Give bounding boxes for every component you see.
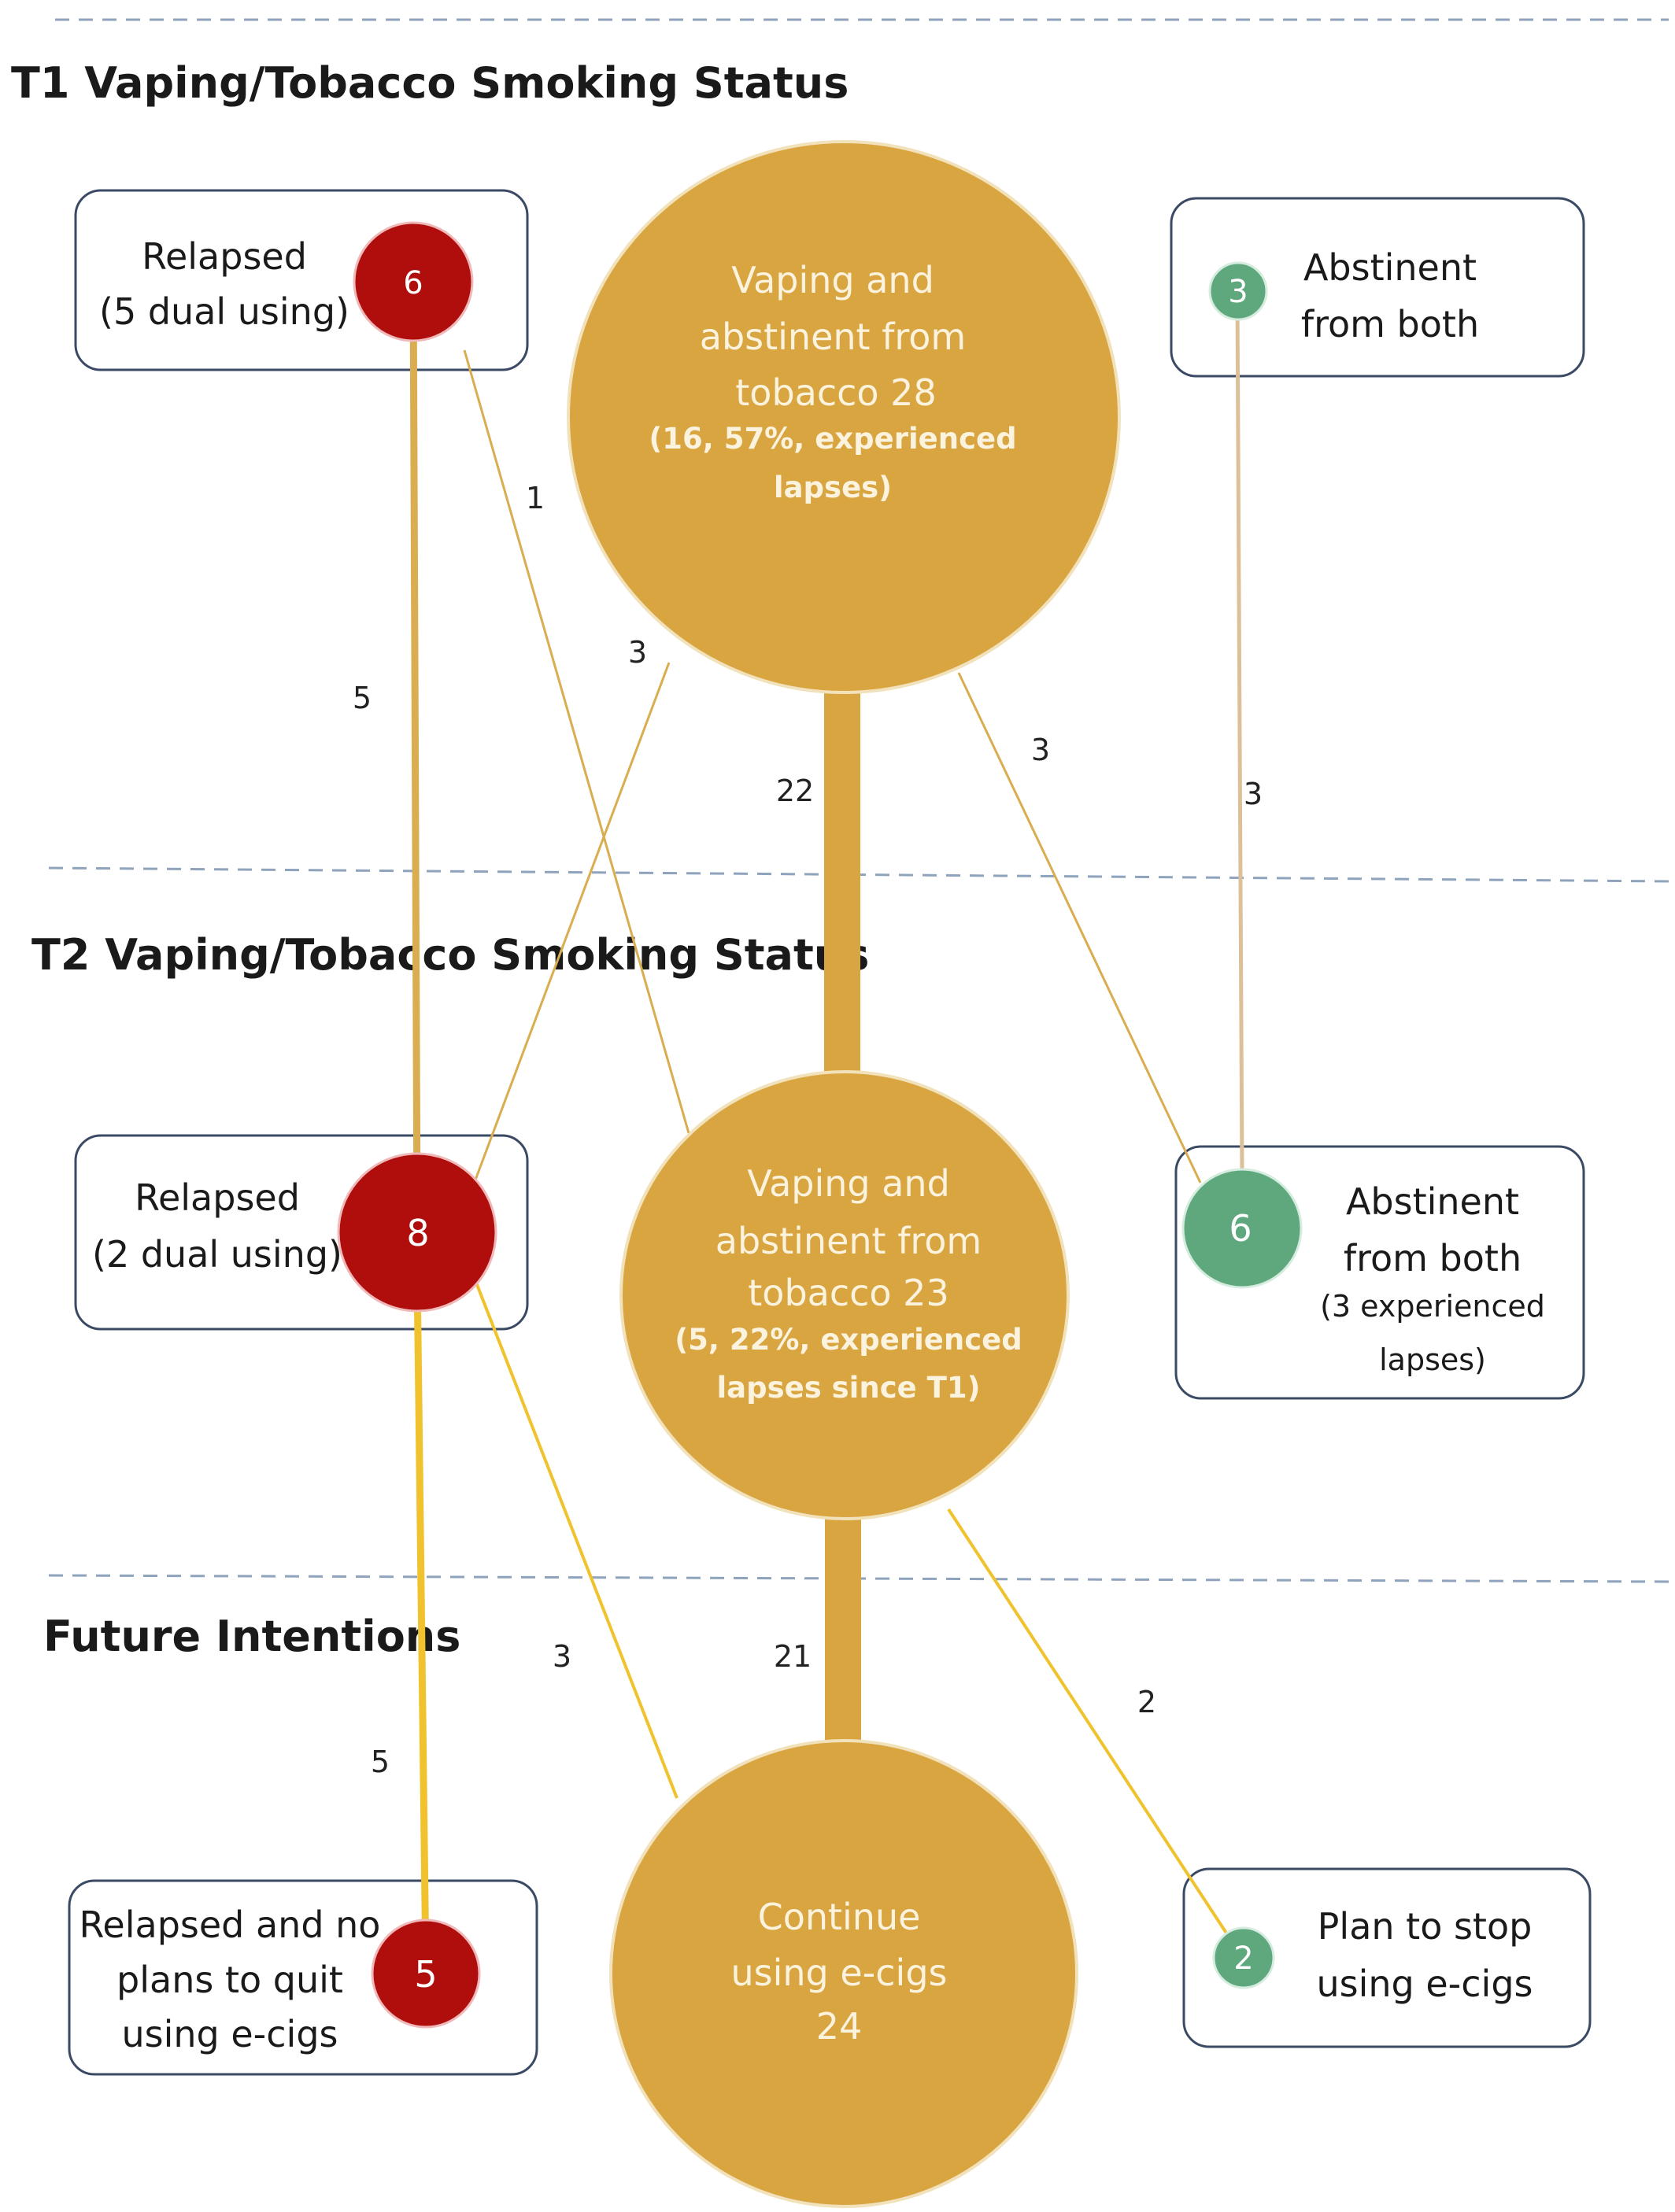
t2-relapsed-label-2: (2 dual using)	[92, 1233, 342, 1276]
t1-abstinent-node	[1208, 261, 1268, 321]
flow-t2-relapsed-to-future-relapsed	[413, 1274, 430, 1968]
flow-count-t1-vaping-to-t2-relapsed: 3	[628, 635, 647, 670]
future-continue-label-2: using e-cigs	[730, 1952, 947, 1994]
future-stop-count: 2	[1233, 1941, 1253, 1977]
future-relapsed-label-1: Relapsed and no	[79, 1904, 381, 1946]
future-relapsed-node	[371, 1918, 481, 2029]
t1-vaping-label-3: tobacco 28	[735, 371, 936, 414]
t2-vaping-label-5: lapses since T1)	[716, 1371, 980, 1405]
t1-abstinent-box	[1170, 197, 1585, 378]
t2-vaping-label-1: Vaping and	[747, 1162, 950, 1205]
flow-t2-vaping-to-future-stop	[947, 1508, 1245, 1961]
flow-count-t1-relapsed-to-t2-vaping: 1	[526, 481, 545, 515]
t2-abstinent-label-4: lapses)	[1379, 1342, 1486, 1377]
flow-count-t2-vaping-to-future-stop: 2	[1137, 1685, 1156, 1719]
t2-abstinent-label-3: (3 experienced	[1320, 1289, 1545, 1324]
future-relapsed-label-2: plans to quit	[116, 1959, 343, 2001]
future-continue-node	[609, 1739, 1078, 2208]
t2-relapsed-count: 8	[406, 1212, 429, 1254]
future-stop-label-1: Plan to stop	[1318, 1905, 1533, 1948]
t2-abstinent-label-1: Abstinent	[1346, 1180, 1519, 1223]
flow-count-t2-vaping-to-future-continue: 21	[774, 1639, 812, 1674]
future-stop-label-2: using e-cigs	[1316, 1963, 1533, 2005]
future-stop-node	[1212, 1926, 1275, 1989]
t1-abstinent-label-2: from both	[1301, 303, 1479, 345]
flow-t1-relapsed-to-t2-relapsed	[409, 283, 421, 1228]
t2-vaping-label-3: tobacco 23	[748, 1272, 948, 1314]
future-continue-label-1: Continue	[758, 1896, 921, 1938]
t2-relapsed-label-1: Relapsed	[135, 1176, 300, 1219]
section-title-t2: T2 Vaping/Tobacco Smoking Status	[31, 930, 869, 980]
t1-vaping-label-1: Vaping and	[731, 259, 934, 301]
t1-vaping-node	[567, 140, 1121, 694]
flow-t2-relapsed-to-future-continue	[475, 1282, 679, 1799]
flow-t1-relapsed-to-t2-vaping	[463, 349, 690, 1134]
flow-count-t2-relapsed-to-future-relapsed: 5	[371, 1745, 390, 1779]
flow-t1-vaping-to-t2-abstinent	[957, 672, 1202, 1184]
t2-abstinent-label-2: from both	[1344, 1237, 1522, 1280]
future-stop-box	[1182, 1867, 1592, 2048]
flow-count-t1-vaping-to-t2-abstinent: 3	[1031, 733, 1050, 767]
t2-vaping-label-2: abstinent from	[715, 1220, 982, 1262]
future-relapsed-label-3: using e-cigs	[121, 2013, 338, 2055]
t1-vaping-label-4: (16, 57%, experienced	[649, 422, 1016, 456]
t1-abstinent-label-1: Abstinent	[1303, 246, 1477, 289]
t2-vaping-node	[619, 1070, 1070, 1520]
t2-abstinent-count: 6	[1229, 1207, 1252, 1250]
flow-count-t1-abstinent-to-t2-abstinent: 3	[1244, 777, 1263, 811]
future-relapsed-count: 5	[414, 1953, 437, 1996]
t2-relapsed-node	[337, 1152, 497, 1313]
flow-t1-abstinent-to-t2-abstinent	[1235, 298, 1244, 1176]
t1-vaping-label-5: lapses)	[774, 471, 892, 504]
flow-t1-vaping-to-t2-relapsed	[471, 662, 671, 1189]
section-title-future: Future Intentions	[43, 1612, 460, 1661]
flow-count-t1-vaping-to-t2-vaping: 22	[776, 774, 814, 808]
future-continue-label-3: 24	[816, 2005, 863, 2048]
t1-relapsed-label-1: Relapsed	[142, 235, 307, 278]
t1-abstinent-count: 3	[1228, 274, 1248, 310]
t1-vaping-label-2: abstinent from	[700, 316, 967, 358]
t1-relapsed-node	[353, 221, 474, 342]
t1-relapsed-label-2: (5 dual using)	[99, 290, 349, 333]
t2-vaping-label-4: (5, 22%, experienced	[675, 1323, 1022, 1357]
flow-count-t2-relapsed-to-future-continue: 3	[553, 1639, 571, 1674]
t1-relapsed-count: 6	[403, 265, 423, 301]
flow-count-t1-relapsed-to-t2-relapsed: 5	[353, 681, 372, 715]
t2-abstinent-node	[1181, 1168, 1303, 1289]
section-title-t1: T1 Vaping/Tobacco Smoking Status	[11, 58, 849, 108]
